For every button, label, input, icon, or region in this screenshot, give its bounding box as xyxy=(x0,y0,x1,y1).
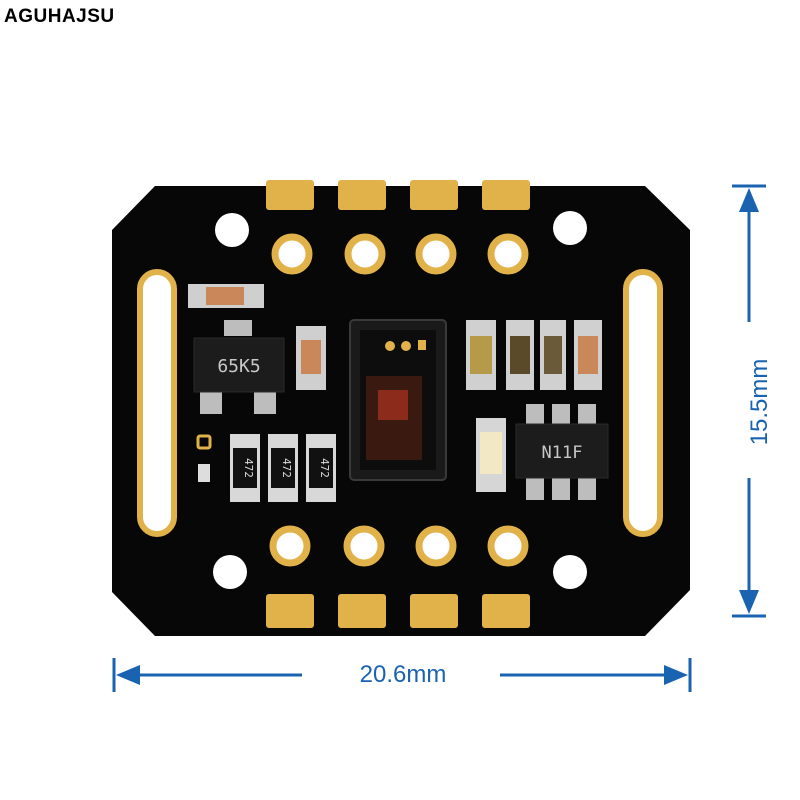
resistor-marking: 472 xyxy=(318,458,331,478)
capacitor-row-right xyxy=(466,320,602,390)
side-slots xyxy=(137,269,663,537)
capacitor-mid xyxy=(296,326,326,390)
resistor-marking: 472 xyxy=(280,458,293,478)
width-label: 20.6mm xyxy=(359,661,447,688)
capacitor-right-lower xyxy=(476,418,506,492)
top-pin-holes xyxy=(271,233,529,275)
brand-watermark: AGUHAJSU xyxy=(4,6,115,27)
regulator-marking: 65K5 xyxy=(217,356,260,377)
transistor-chip xyxy=(515,404,609,500)
optical-sensor xyxy=(349,319,447,481)
regulator-chip xyxy=(193,320,285,414)
width-dimension xyxy=(112,658,692,692)
capacitor-top-left xyxy=(188,284,264,308)
resistor-marking: 472 xyxy=(242,458,255,478)
top-edge-pads xyxy=(266,180,530,210)
mounting-holes xyxy=(213,211,587,589)
height-label: 15.5mm xyxy=(746,358,773,446)
transistor-marking: N11F xyxy=(542,443,583,463)
bottom-pin-holes xyxy=(269,525,529,567)
bottom-edge-pads xyxy=(266,594,530,628)
resistor-array xyxy=(230,434,336,502)
height-dimension xyxy=(732,184,766,618)
small-pads xyxy=(196,434,212,482)
